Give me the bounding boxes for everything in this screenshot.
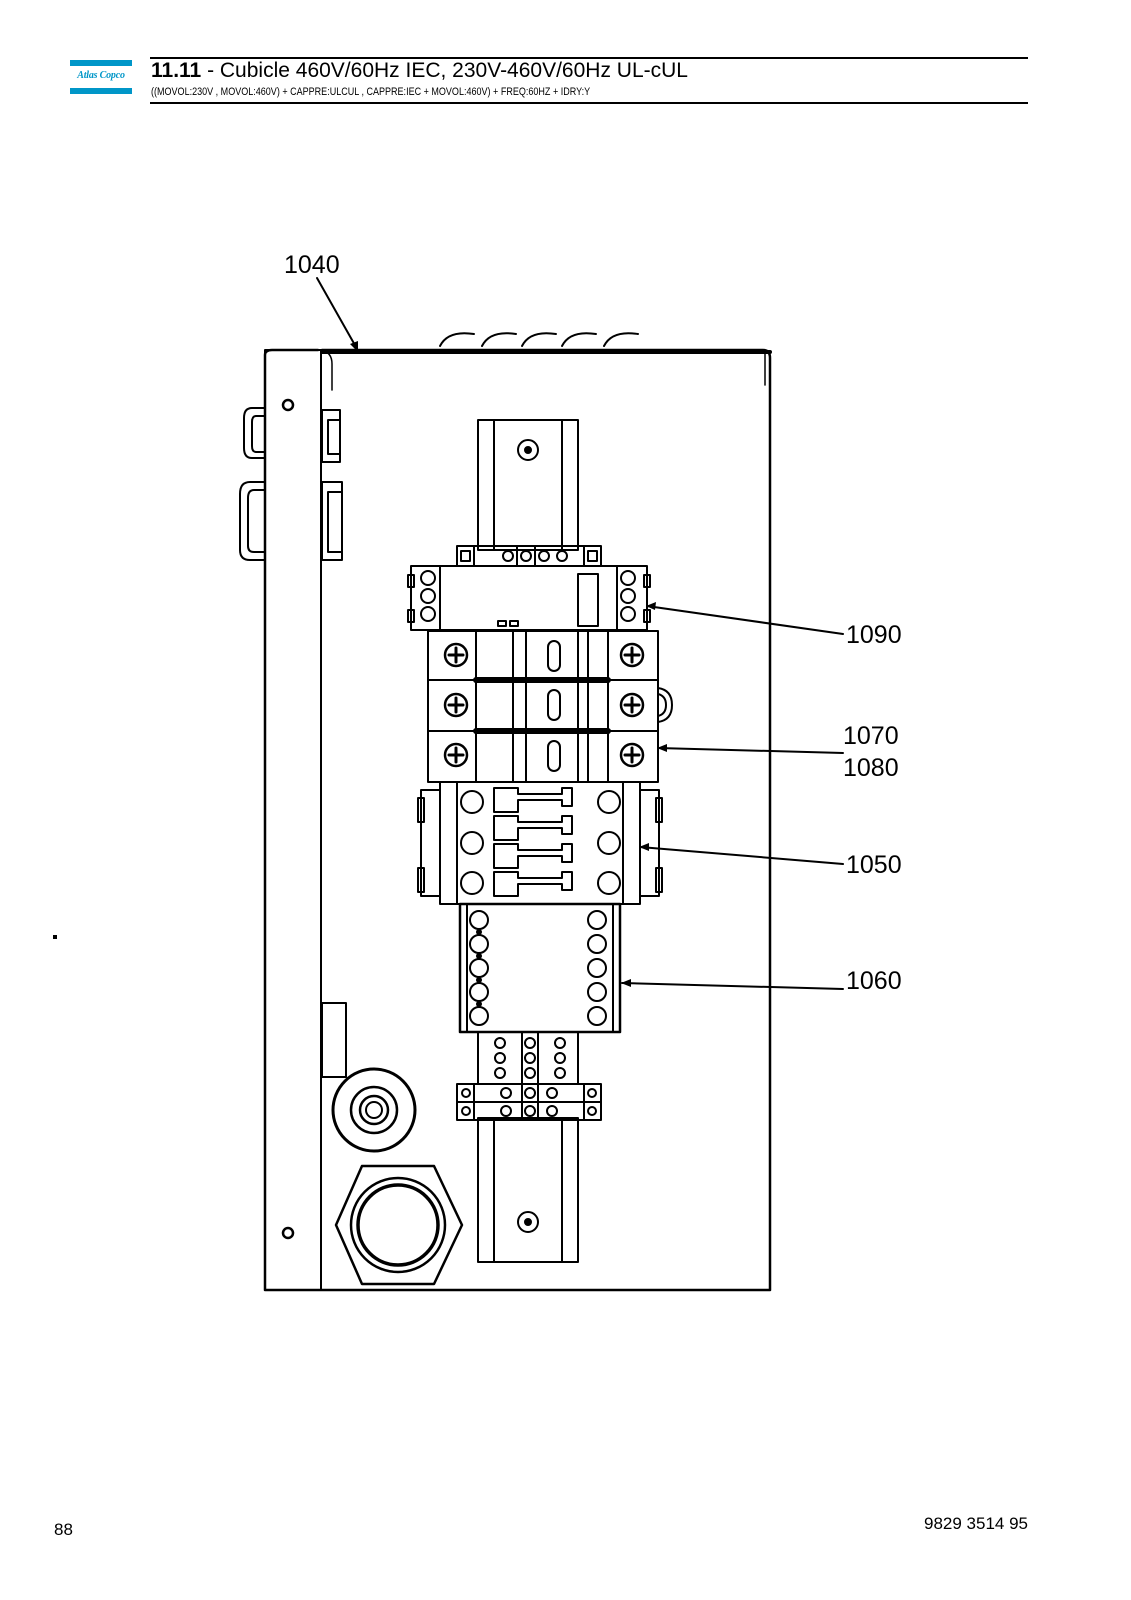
document-number: 9829 3514 95 <box>924 1514 1028 1533</box>
terminal-block-1060 <box>458 902 622 1034</box>
logo-bar-bottom <box>70 88 132 94</box>
atlas-copco-logo: Atlas Copco <box>70 60 132 94</box>
callout-label: 1090 <box>846 621 902 649</box>
callout-label: 1040 <box>284 251 340 279</box>
section-number: 11.11 <box>151 59 202 82</box>
cooling-fins <box>439 332 639 347</box>
hinge-strip <box>264 349 322 1291</box>
latch-bottom <box>239 481 343 561</box>
page-number: 88 <box>54 1520 73 1539</box>
page-subtitle: ((MOVOL:230V , MOVOL:460V) + CAPPRE:ULCU… <box>151 86 591 98</box>
leader-lines <box>316 277 844 990</box>
stray-dot <box>53 935 57 939</box>
header-rule-top <box>150 57 1028 59</box>
callout-label: 1080 <box>843 754 899 782</box>
din-rail <box>477 419 579 1263</box>
logo-bar-top <box>70 60 132 66</box>
terminal-strip-bottom <box>456 1031 602 1121</box>
cable-gland-large <box>334 1164 464 1286</box>
circuit-breaker-1070-1080 <box>427 630 673 783</box>
section-title: - Cubicle 460V/60Hz IEC, 230V-460V/60Hz … <box>201 59 688 82</box>
callout-label: 1070 <box>843 722 899 750</box>
callout-label: 1050 <box>846 851 902 879</box>
page-title: 11.11 - Cubicle 460V/60Hz IEC, 230V-460V… <box>151 58 688 84</box>
logo-wordmark: Atlas Copco <box>77 70 125 81</box>
relay-1090 <box>407 565 651 631</box>
cable-gland-small <box>331 1067 417 1153</box>
callout-label: 1060 <box>846 967 902 995</box>
contactor-1050 <box>417 781 663 905</box>
header-rule-bottom <box>150 102 1028 104</box>
latch-top <box>243 407 341 463</box>
